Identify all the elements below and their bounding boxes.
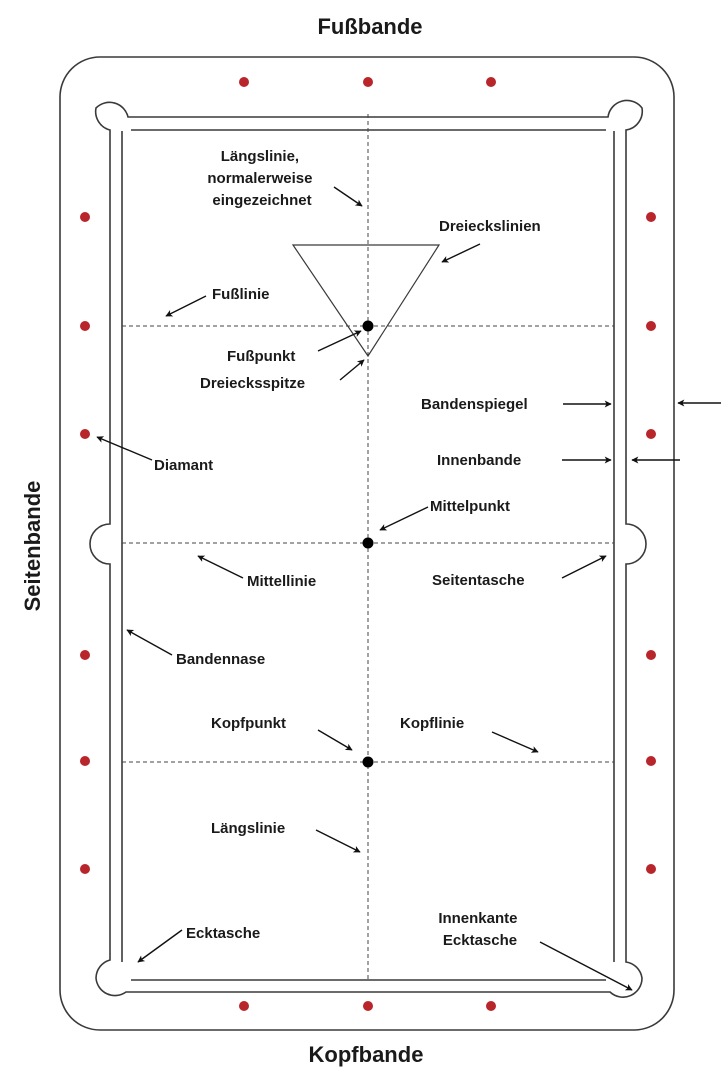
rack-triangle: [291, 244, 441, 358]
label-center-spot: Mittelpunkt: [430, 498, 510, 515]
label-corner-pocket: Ecktasche: [186, 925, 260, 942]
arrow-diamond: [96, 436, 153, 461]
label-center-line: Mittellinie: [247, 573, 316, 590]
label-cushion-nose: Bandennase: [176, 651, 265, 668]
diamond-right-3: [646, 429, 656, 439]
diamond-top-3: [486, 77, 496, 87]
diamond-right-1: [646, 212, 656, 222]
head-spot: [362, 756, 374, 768]
label-rack-lines: Dreieckslinien: [439, 218, 541, 235]
diamond-top-1: [239, 77, 249, 87]
diamond-bottom-3: [486, 1001, 496, 1011]
diamond-left-3: [80, 429, 90, 439]
center-spot: [362, 537, 374, 549]
label-foot-spot: Fußpunkt: [227, 348, 295, 365]
diamonds: [80, 77, 656, 1011]
diamond-top-2: [363, 77, 373, 87]
arrow-foot-string: [165, 295, 207, 317]
label-foot-string: Fußlinie: [212, 286, 270, 303]
label-head-spot: Kopfpunkt: [211, 715, 286, 732]
arrow-long-string-top: [333, 186, 363, 207]
arrow-side-pocket: [561, 555, 607, 579]
arrow-head-string: [491, 731, 539, 753]
arrow-rack-lines: [441, 243, 481, 263]
arrow-corner-pocket-edge: [539, 941, 633, 991]
label-apex: Dreiecksspitze: [200, 375, 305, 392]
label-inner-cushion: Innenbande: [437, 452, 521, 469]
diamond-left-4: [80, 650, 90, 660]
pointer-arrows: [96, 186, 721, 991]
diamond-right-2: [646, 321, 656, 331]
diamond-left-2: [80, 321, 90, 331]
diamond-left-5: [80, 756, 90, 766]
arrow-foot-spot: [317, 330, 362, 352]
diamond-bottom-1: [239, 1001, 249, 1011]
diamond-right-5: [646, 756, 656, 766]
table-outer-frame: [59, 56, 675, 1031]
diamond-left-1: [80, 212, 90, 222]
playing-surface-outline: [89, 99, 647, 998]
label-long-string-top: Längslinie, normalerweise eingezeichnet: [207, 148, 316, 209]
arrow-center-spot: [379, 506, 429, 531]
label-corner-pocket-edge: Innenkante Ecktasche: [438, 910, 521, 949]
label-side-pocket: Seitentasche: [432, 572, 525, 589]
arrow-cushion-nose: [126, 629, 173, 656]
bottom-rail-label: Kopfbande: [309, 1042, 424, 1067]
label-rail-mirror: Bandenspiegel: [421, 396, 528, 413]
arrow-center-line: [197, 555, 244, 579]
arrow-apex: [339, 359, 365, 381]
label-diamond: Diamant: [154, 457, 213, 474]
side-rail-label: Seitenbande: [20, 481, 45, 612]
diamond-left-6: [80, 864, 90, 874]
top-rail-label: Fußbande: [317, 14, 422, 39]
label-head-string: Kopflinie: [400, 715, 464, 732]
arrow-head-spot: [317, 729, 353, 751]
diamond-right-4: [646, 650, 656, 660]
diamond-right-6: [646, 864, 656, 874]
foot-spot: [362, 320, 374, 332]
label-long-string-bottom: Längslinie: [211, 820, 285, 837]
arrow-long-string-bottom: [315, 829, 361, 853]
diamond-bottom-2: [363, 1001, 373, 1011]
arrow-corner-pocket: [137, 929, 183, 963]
